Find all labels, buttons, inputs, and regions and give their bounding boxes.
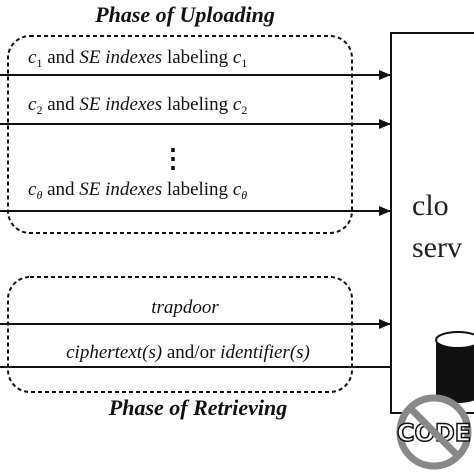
reply-label: ciphertext(s) and/or identifier(s)	[66, 342, 310, 363]
retrieve-phase-region	[7, 276, 353, 393]
upload-ellipsis: ⋮	[160, 144, 186, 173]
retrieve-phase-title: Phase of Retrieving	[108, 395, 287, 420]
upload-phase-region	[7, 35, 353, 234]
upload-label-1: c1 and SE indexes labeling c1	[28, 47, 247, 70]
no-code-stamp-icon: CODE	[396, 394, 472, 470]
upload-phase-title: Phase of Uploading	[94, 2, 275, 27]
cloud-server-label-line2: serv	[412, 231, 462, 264]
upload-label-theta: cθ and SE indexes labeling cθ	[28, 179, 247, 202]
cloud-server-label-line1: clo	[412, 189, 449, 222]
database-icon	[435, 331, 474, 403]
upload-label-2: c2 and SE indexes labeling c2	[28, 94, 247, 117]
trapdoor-label: trapdoor	[151, 297, 219, 318]
